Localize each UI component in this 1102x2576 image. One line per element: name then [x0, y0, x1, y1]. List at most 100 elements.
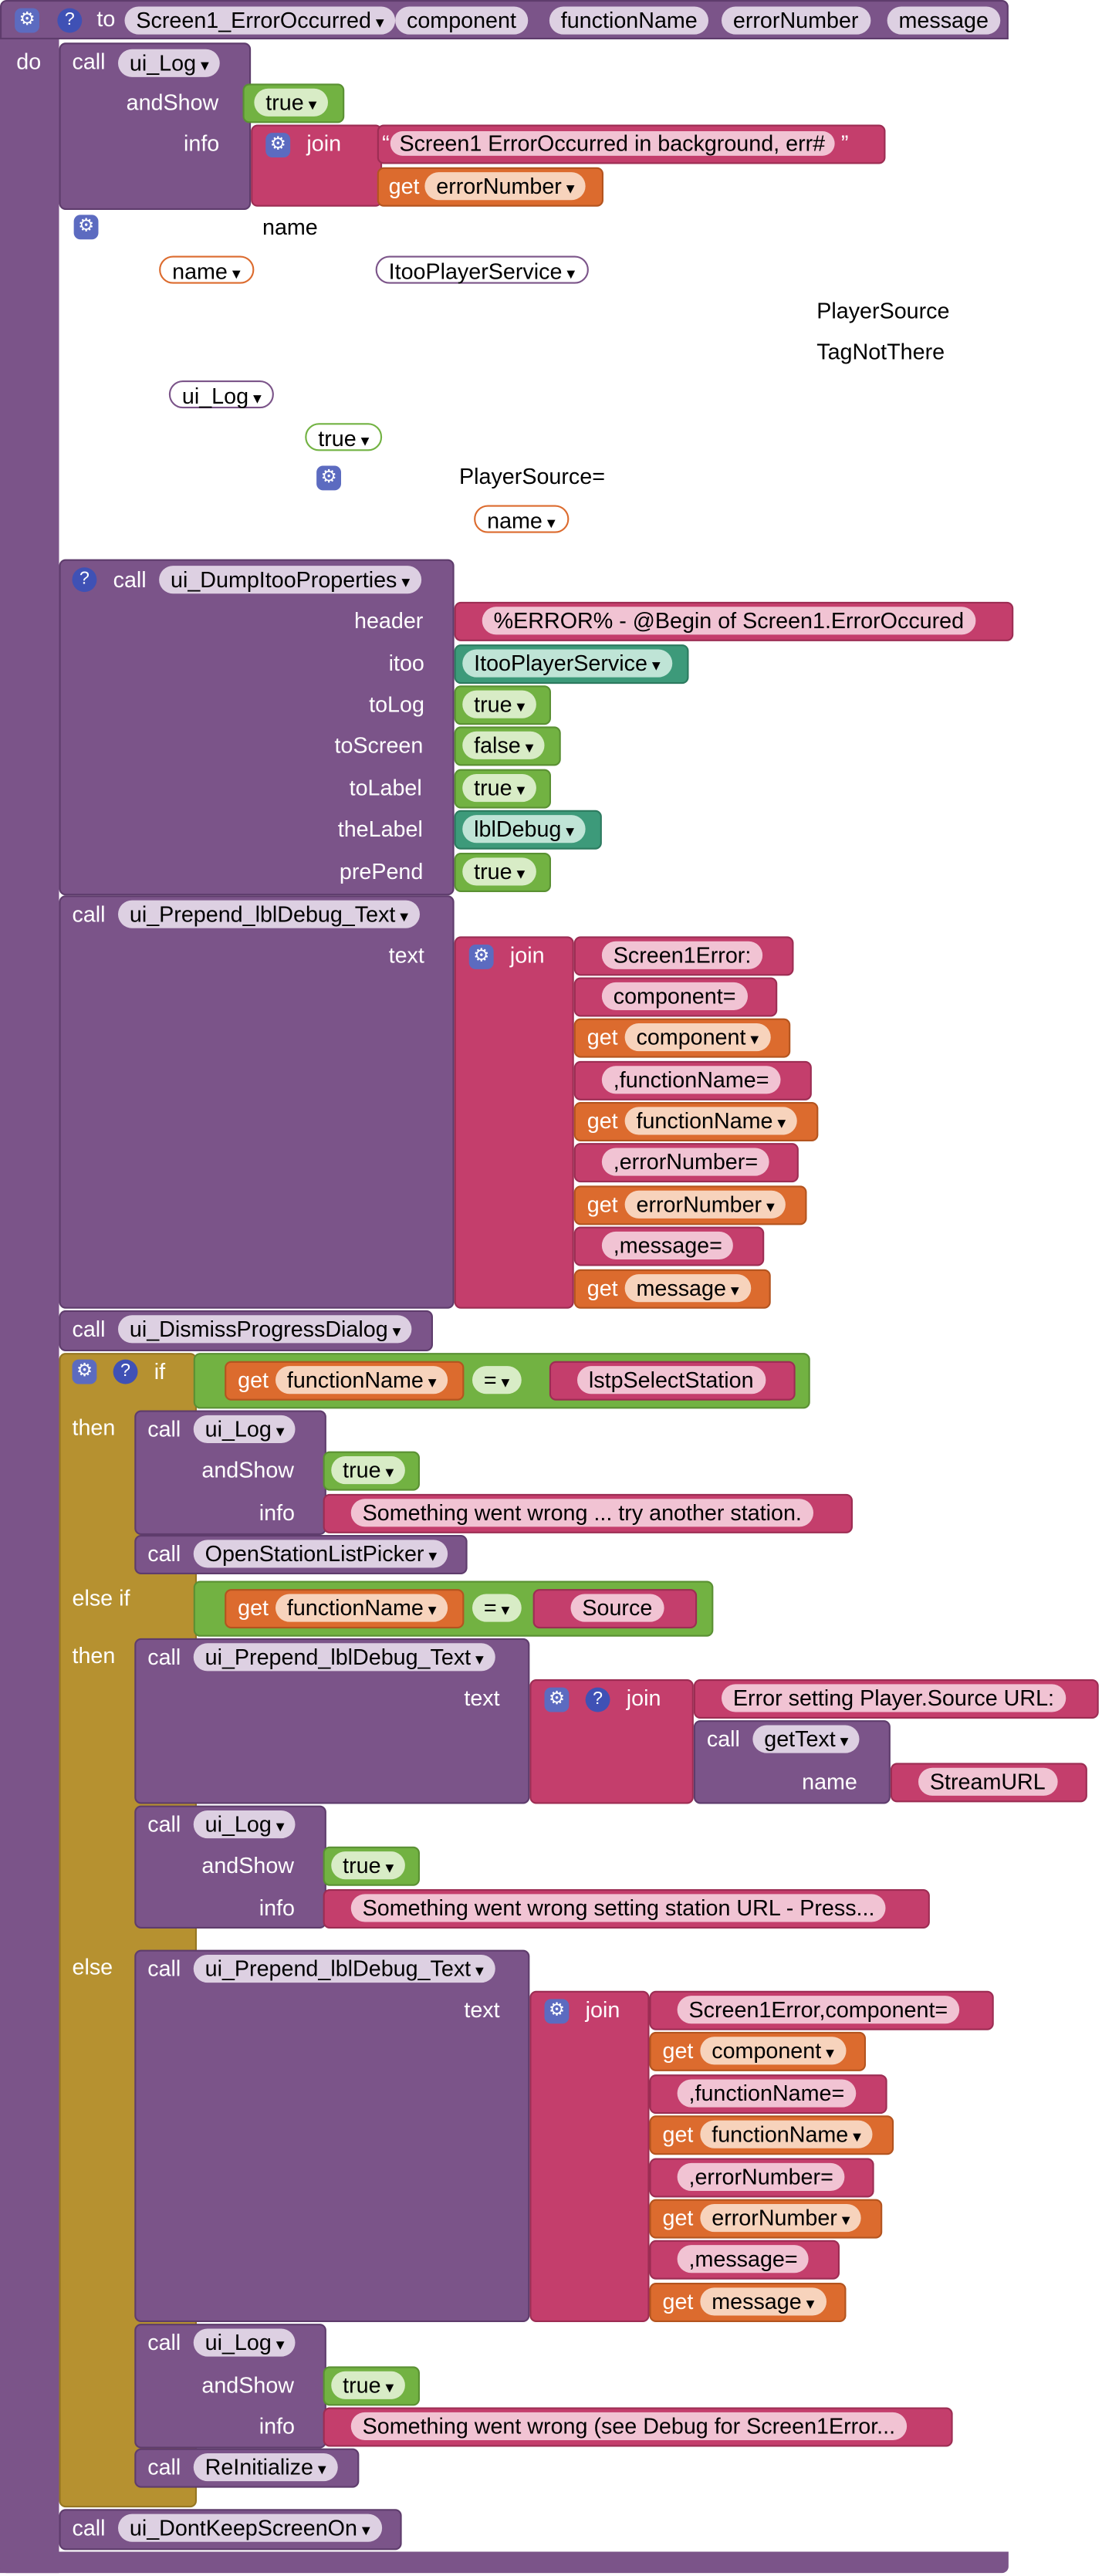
join-block[interactable]	[529, 1990, 650, 2322]
ghost-true-dropdown[interactable]: true	[305, 423, 383, 451]
ghost-name2-dropdown[interactable]: name	[474, 505, 569, 533]
boolean-dropdown[interactable]: true	[254, 88, 329, 117]
text-label: text	[464, 1997, 500, 2023]
ghost-name-dropdown[interactable]: name	[159, 255, 254, 284]
text-value[interactable]: Source	[570, 1594, 664, 1622]
do-label: do	[16, 49, 42, 74]
ghost-tagnotthere: TagNotThere	[816, 339, 945, 364]
variable-dropdown[interactable]: message	[624, 1274, 751, 1303]
gear-icon[interactable]: ⚙	[544, 1999, 570, 2024]
variable-dropdown[interactable]: message	[700, 2287, 826, 2316]
info-label: info	[259, 1500, 296, 1526]
text-value[interactable]: ,message=	[677, 2245, 810, 2273]
variable-dropdown[interactable]: functionName	[700, 2120, 873, 2148]
variable-dropdown[interactable]: component	[700, 2037, 846, 2065]
text-value[interactable]: Screen1Error,component=	[677, 1996, 960, 2024]
variable-dropdown[interactable]: errorNumber	[424, 172, 586, 201]
call-prepend-block[interactable]	[59, 895, 455, 1309]
gear-icon[interactable]: ⚙	[15, 8, 39, 33]
gear-icon[interactable]: ⚙	[73, 215, 99, 240]
param-functionName[interactable]: functionName	[549, 6, 709, 35]
call-dump-block[interactable]	[59, 559, 455, 896]
procedure-dropdown[interactable]: ui_Log	[193, 1415, 296, 1443]
text-value[interactable]: %ERROR% - @Begin of Screen1.ErrorOccured	[482, 607, 975, 635]
call-label: call	[147, 2330, 181, 2355]
variable-dropdown[interactable]: functionName	[276, 1366, 448, 1394]
help-icon[interactable]: ?	[57, 8, 83, 33]
join-label: join	[585, 1997, 620, 2023]
text-value[interactable]: ,functionName=	[601, 1066, 781, 1094]
get-label: get	[662, 2206, 694, 2230]
param-errorNumber[interactable]: errorNumber	[722, 6, 870, 35]
variable-dropdown[interactable]: errorNumber	[624, 1190, 786, 1219]
text-value[interactable]: ,message=	[601, 1231, 734, 1259]
text-value[interactable]: Screen1 ErrorOccurred in background, err…	[389, 131, 835, 156]
operator-dropdown[interactable]: =	[472, 1594, 522, 1622]
gear-icon[interactable]: ⚙	[468, 945, 494, 969]
variable-dropdown[interactable]: component	[624, 1023, 770, 1052]
text-value[interactable]: StreamURL	[918, 1767, 1057, 1796]
param-component[interactable]: component	[395, 6, 528, 35]
text-value[interactable]: ,errorNumber=	[677, 2162, 845, 2191]
text-label: text	[388, 942, 424, 968]
ghost-log-dropdown[interactable]: ui_Log	[168, 380, 275, 409]
join-block[interactable]	[454, 936, 574, 1309]
variable-dropdown[interactable]: functionName	[276, 1594, 448, 1622]
procedure-dropdown[interactable]: ui_DismissProgressDialog	[118, 1315, 413, 1344]
component-dropdown[interactable]: lblDebug	[462, 815, 586, 843]
join-label: join	[306, 131, 342, 156]
procedure-dropdown[interactable]: ui_Prepend_lblDebug_Text	[118, 900, 420, 928]
gear-icon[interactable]: ⚙	[265, 133, 291, 157]
text-value[interactable]: lstpSelectStation	[577, 1366, 766, 1394]
procedure-dropdown[interactable]: ui_Log	[193, 1810, 296, 1839]
boolean-dropdown[interactable]: true	[331, 1851, 406, 1880]
param-message[interactable]: message	[887, 6, 1000, 35]
gear-icon[interactable]: ⚙	[72, 1359, 97, 1384]
text-value[interactable]: Screen1Error:	[601, 941, 763, 969]
boolean-dropdown[interactable]: true	[462, 774, 537, 803]
help-icon[interactable]: ?	[585, 1687, 610, 1712]
boolean-dropdown[interactable]: false	[462, 731, 546, 759]
variable-dropdown[interactable]: functionName	[624, 1107, 797, 1135]
text-value[interactable]: ,errorNumber=	[601, 1148, 769, 1176]
boolean-dropdown[interactable]: true	[462, 690, 537, 718]
call-prepend-block[interactable]	[134, 1949, 530, 2322]
text-value[interactable]: ,functionName=	[677, 2079, 857, 2108]
toLog-label: toLog	[369, 691, 424, 717]
text-value[interactable]: Error setting Player.Source URL:	[722, 1684, 1066, 1712]
get-label: get	[662, 2289, 694, 2314]
procedure-dropdown[interactable]: ui_Prepend_lblDebug_Text	[193, 1955, 495, 1983]
procedure-dropdown[interactable]: getText	[752, 1725, 860, 1753]
procedure-dropdown[interactable]: ui_Log	[118, 49, 221, 77]
call-label: call	[147, 1541, 181, 1567]
get-label: get	[586, 1108, 618, 1134]
procedure-dropdown[interactable]: ui_Log	[193, 2328, 296, 2357]
text-value[interactable]: Something went wrong ... try another sta…	[350, 1499, 813, 1527]
boolean-dropdown[interactable]: true	[331, 1456, 406, 1485]
toLabel-label: toLabel	[349, 776, 422, 800]
procedure-dropdown[interactable]: ReInitialize	[193, 2453, 338, 2482]
gear-icon[interactable]: ⚙	[316, 465, 341, 491]
procedure-dropdown[interactable]: ui_Prepend_lblDebug_Text	[193, 1643, 495, 1672]
boolean-dropdown[interactable]: true	[462, 857, 537, 886]
help-icon[interactable]: ?	[113, 1359, 138, 1384]
gear-icon[interactable]: ⚙	[544, 1687, 570, 1712]
ghost-service-dropdown[interactable]: ItooPlayerService	[375, 255, 589, 284]
boolean-dropdown[interactable]: true	[331, 2371, 406, 2399]
get-label: get	[662, 2121, 694, 2147]
text-value[interactable]: component=	[601, 982, 748, 1010]
procedure-dropdown[interactable]: ui_DumpItooProperties	[159, 566, 421, 594]
call-label: call	[113, 567, 147, 593]
text-value[interactable]: Something went wrong (see Debug for Scre…	[350, 2412, 907, 2440]
andShow-label: andShow	[201, 2372, 295, 2398]
procedure-dropdown[interactable]: ui_DontKeepScreenOn	[118, 2513, 382, 2542]
procedure-name[interactable]: Screen1_ErrorOccurred	[124, 6, 396, 35]
variable-dropdown[interactable]: errorNumber	[700, 2204, 862, 2233]
procedure-dropdown[interactable]: OpenStationListPicker	[193, 1540, 448, 1568]
component-dropdown[interactable]: ItooPlayerService	[462, 649, 672, 678]
text-value[interactable]: Something went wrong setting station URL…	[350, 1894, 887, 1922]
operator-dropdown[interactable]: =	[472, 1366, 522, 1394]
then-label: then	[72, 1643, 116, 1668]
help-icon[interactable]: ?	[72, 567, 97, 593]
